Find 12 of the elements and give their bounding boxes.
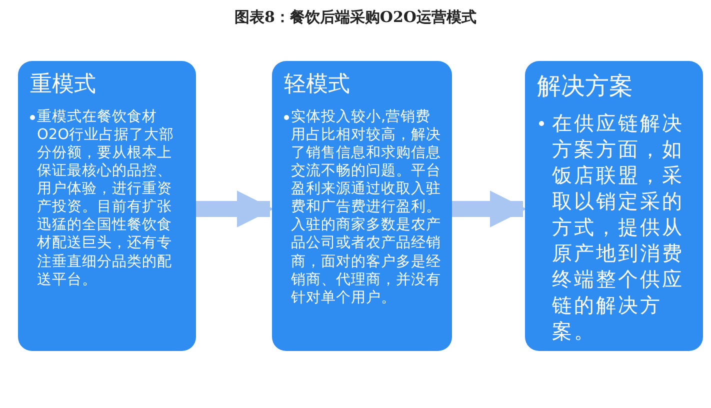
card-text: 实体投入较小,营销费用占比相对较高，解决了销售信息和求购信息交流不畅的问题。平台盈利来源通过收取入驻费和广告费进行盈利。入驻的商家多数是农产品公司或者农产品经销商，面对的客户多是经销商、代理商，并没有针对单个用户。 xyxy=(291,108,442,307)
card-text: 重模式在餐饮食材O2O行业占据了大部分份额，要从根本上保证最核心的品控、用户体验，进行重资产投资。目前有扩张迅猛的全国性餐饮食材配送巨头，还有专注垂直细分品类的配送平台。 xyxy=(37,108,176,289)
mode-card xyxy=(525,61,703,351)
arrow xyxy=(452,190,527,228)
mode-card xyxy=(272,61,452,351)
card-heading: 解决方案 xyxy=(537,71,633,102)
arrow xyxy=(196,190,274,228)
card-heading: 轻模式 xyxy=(284,71,350,99)
chart-title: 图表8：餐饮后端采购O2O运营模式 xyxy=(234,8,476,27)
card-text: 在供应链解决方案方面，如饭店联盟，采取以销定采的方式，提供从原产地到消费终端整个供应链的解决方案。 xyxy=(552,110,685,344)
card-heading: 重模式 xyxy=(30,71,96,99)
mode-card xyxy=(18,61,196,351)
